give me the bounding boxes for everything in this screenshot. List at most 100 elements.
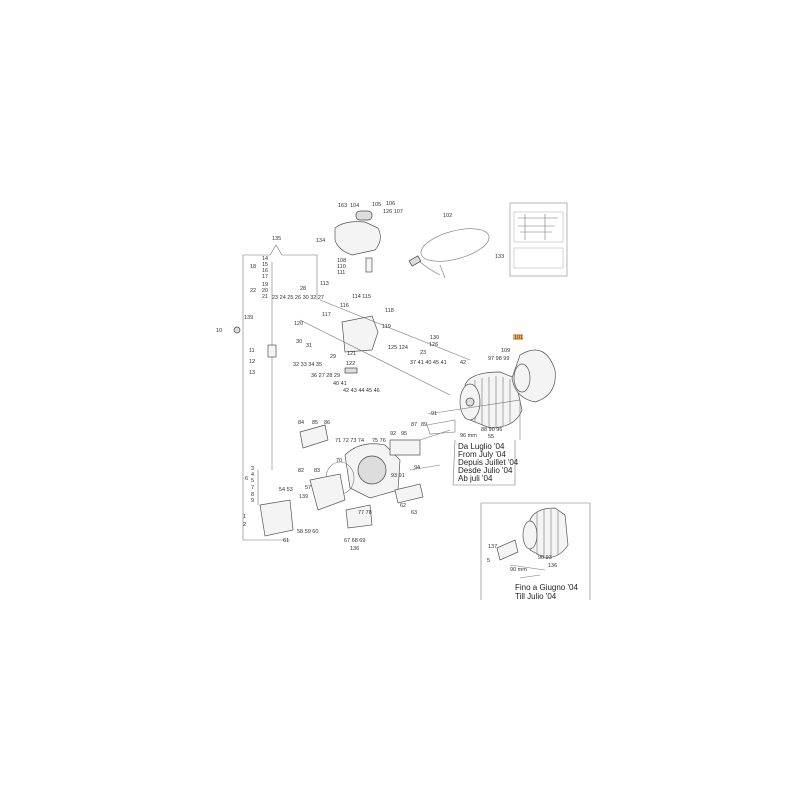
- part-label-125-124: 125 124: [388, 345, 408, 351]
- part-label-7: 7: [251, 485, 254, 491]
- part-label-36-27-28-29: 36 27 28 29: [311, 373, 340, 379]
- control-box-cover: [334, 210, 381, 273]
- part-label-87: 87: [411, 422, 417, 428]
- part-label-105: 105: [372, 202, 381, 208]
- part-label-139: 139: [244, 315, 253, 321]
- part-label-88-90-96: 88 90 96: [481, 427, 502, 433]
- part-label-17: 17: [262, 274, 268, 280]
- part-label-89: 89: [421, 422, 427, 428]
- part-label-37-41-40-45-41: 37 41 40 45 41: [410, 360, 447, 366]
- part-label-106: 106: [386, 201, 395, 207]
- switch-box: [299, 299, 471, 396]
- part-label-114-115: 114 115: [352, 294, 371, 300]
- part-label-62: 62: [400, 503, 406, 509]
- part-label-122: 122: [346, 361, 355, 367]
- part-label-85: 85: [312, 420, 318, 426]
- part-label-15: 15: [262, 262, 268, 268]
- part-label-83: 83: [314, 468, 320, 474]
- part-label-31: 31: [306, 343, 312, 349]
- part-label-54-53: 54 53: [279, 487, 293, 493]
- part-label-136: 136: [548, 563, 557, 569]
- part-label-20: 20: [262, 288, 268, 294]
- part-label-77-78: 77 78: [358, 510, 372, 516]
- part-label-3: 3: [251, 466, 254, 472]
- part-label-126: 126: [429, 342, 438, 348]
- part-label-130: 130: [430, 335, 439, 341]
- part-label-86: 86: [324, 420, 330, 426]
- part-label-55: 55: [488, 434, 494, 440]
- from-note-1: From July '04: [458, 450, 506, 459]
- part-label-117: 117: [322, 312, 331, 318]
- till-note-0: Fino a Giugno '04: [515, 583, 578, 592]
- part-label-118: 118: [385, 308, 394, 314]
- part-label-90-93: 90 93: [538, 555, 552, 561]
- part-label-104: 104: [350, 203, 359, 209]
- part-label-116: 116: [340, 303, 349, 309]
- part-label-94: 94: [414, 465, 420, 471]
- part-label-139: 139: [299, 494, 308, 500]
- measure-90mm: 90 mm: [510, 567, 527, 573]
- wiring-diagram-sheet: [509, 202, 568, 277]
- measure-96mm: 96 mm: [460, 433, 477, 439]
- notes: 96 mm Da Luglio '04 From July '04 Depuis…: [458, 433, 578, 601]
- part-label-134: 134: [316, 238, 325, 244]
- part-label-13: 13: [249, 370, 255, 376]
- part-label-5: 5: [251, 478, 254, 484]
- part-label-42-43-44-45-46: 42 43 44 45 46: [343, 388, 380, 394]
- part-label-1: 1: [243, 514, 246, 520]
- part-label-136: 136: [350, 546, 359, 552]
- part-label-22: 22: [250, 288, 256, 294]
- part-label-101[interactable]: 101: [514, 335, 523, 341]
- part-label-10: 10: [216, 328, 222, 334]
- part-label-23: 23: [420, 350, 426, 356]
- part-label-23-24-25-26-30-32-27: 23 24 25 26 30 32 27: [272, 295, 324, 301]
- highlighted-part-101-marker[interactable]: [513, 334, 523, 340]
- assembly-bracket-135: [242, 244, 318, 541]
- part-label-16: 16: [262, 268, 268, 274]
- part-label-137: 137: [488, 544, 497, 550]
- part-label-113: 113: [320, 281, 329, 287]
- from-note-0: Da Luglio '04: [458, 442, 505, 451]
- part-label-5: 5: [487, 558, 490, 564]
- part-label-6: 6: [245, 476, 248, 482]
- part-label-163: 163: [338, 203, 347, 209]
- till-june-04-inset: [480, 502, 591, 600]
- part-label-8: 8: [251, 492, 254, 498]
- part-label-4: 4: [251, 472, 254, 478]
- part-label-71-72-73-74: 71 72 73 74: [335, 438, 364, 444]
- part-label-40-41: 40 41: [333, 381, 347, 387]
- part-label-70: 70: [336, 458, 342, 464]
- from-note-3: Desde Julio '04: [458, 466, 513, 475]
- part-label-109: 109: [501, 348, 510, 354]
- part-label-92: 92: [390, 431, 396, 437]
- part-label-18: 18: [250, 264, 256, 270]
- part-label-14: 14: [262, 256, 268, 262]
- till-note-1: Till Julio '04: [515, 592, 557, 601]
- from-note-4: Ab juli '04: [458, 474, 493, 483]
- power-cable: [408, 228, 490, 279]
- part-label-111: 111: [337, 270, 345, 276]
- part-label-30: 30: [296, 339, 302, 345]
- part-label-126-107: 126 107: [383, 209, 403, 215]
- part-label-133: 133: [495, 254, 504, 260]
- part-label-91: 91: [431, 411, 437, 417]
- pump-housing: [259, 424, 451, 537]
- part-label-82: 82: [298, 468, 304, 474]
- part-label-11: 11: [249, 348, 255, 354]
- from-note-2: Depuis Juillet '04: [458, 458, 519, 467]
- part-label-63: 63: [411, 510, 417, 516]
- part-label-121: 121: [347, 351, 356, 357]
- part-label-108: 108: [337, 258, 346, 264]
- part-label-97-98-99: 97 98 99: [488, 356, 509, 362]
- valve-stack: [233, 326, 277, 505]
- part-label-57: 57: [305, 485, 311, 491]
- part-label-102: 102: [443, 213, 452, 219]
- part-label-42: 42: [460, 360, 466, 366]
- part-label-29: 29: [330, 354, 336, 360]
- part-label-119: 119: [382, 324, 391, 330]
- part-label-93-91: 93 91: [391, 473, 405, 479]
- part-label-95: 95: [401, 431, 407, 437]
- part-label-75-76: 75 76: [372, 438, 386, 444]
